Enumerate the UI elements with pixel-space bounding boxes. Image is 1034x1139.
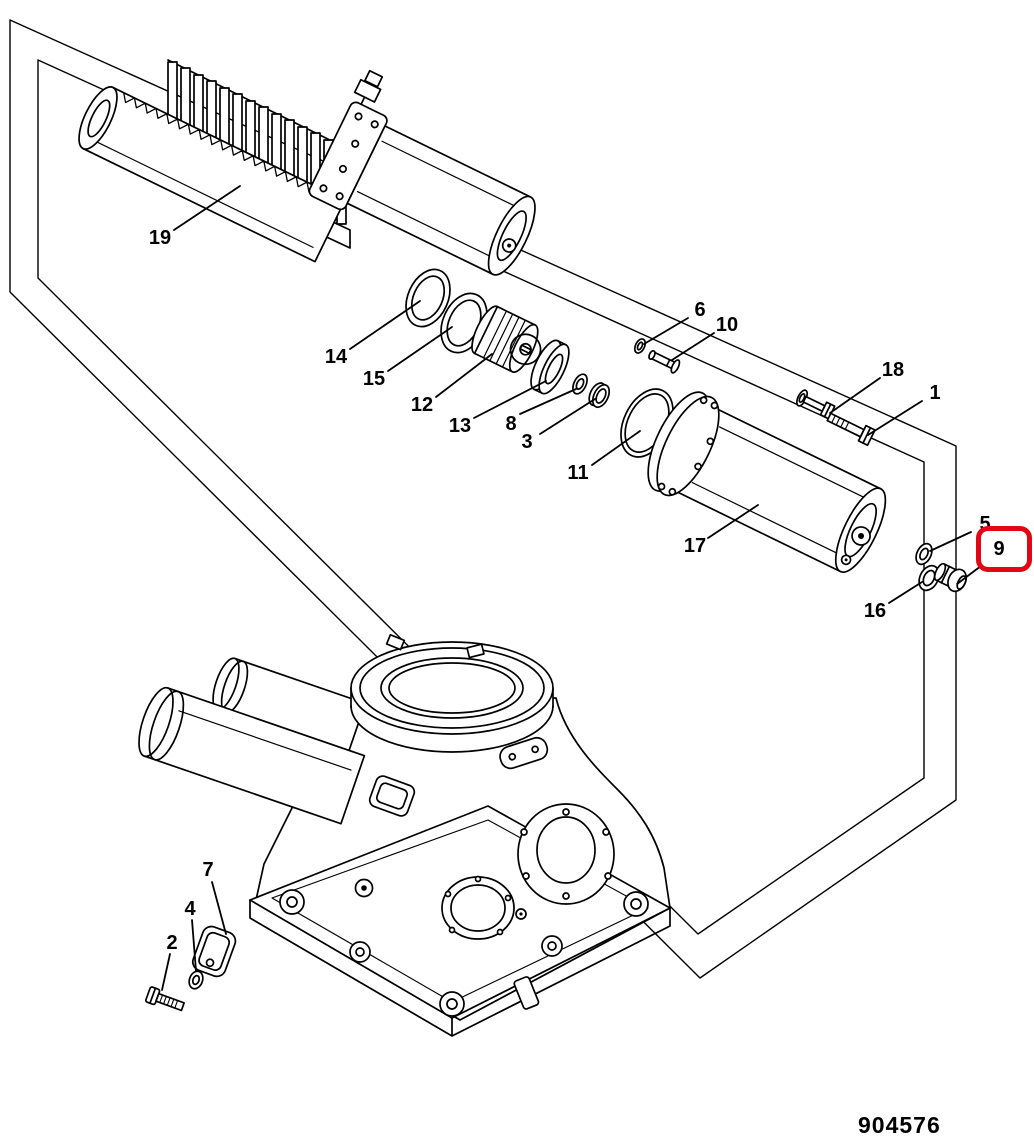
clamp-7	[191, 925, 237, 978]
bolt-1	[826, 412, 876, 447]
leader-line-12	[435, 353, 493, 398]
part-label-8: 8	[505, 413, 517, 435]
leader-line-16	[888, 581, 923, 604]
leader-line-10	[671, 332, 715, 361]
leader-line-15	[387, 326, 453, 372]
leader-line-19	[173, 185, 241, 231]
part-label-3: 3	[521, 431, 533, 453]
leader-line-13	[473, 380, 547, 419]
part-label-18: 18	[881, 359, 905, 381]
housing-assembly	[138, 633, 671, 1037]
part-label-9: 9	[993, 538, 1005, 560]
bolt-18	[795, 389, 836, 420]
rack-and-fin-assembly	[78, 59, 536, 276]
washer-4	[188, 970, 204, 990]
part-label-1: 1	[929, 382, 941, 404]
leader-line-8	[519, 388, 577, 415]
washer-5	[915, 542, 933, 566]
part-label-15: 15	[362, 368, 386, 390]
cooling-fins	[167, 61, 347, 225]
leader-line-18	[829, 377, 881, 414]
leader-line-2	[161, 953, 171, 991]
leader-line-7	[211, 881, 227, 935]
sheet-border	[9, 19, 957, 979]
leader-line-1	[867, 400, 923, 436]
leader-lines	[161, 185, 982, 991]
part-label-10: 10	[715, 314, 739, 336]
part-label-13: 13	[448, 415, 472, 437]
large-boss	[517, 803, 615, 905]
part-label-12: 12	[410, 394, 434, 416]
washer-16	[918, 564, 940, 592]
leader-line-17	[707, 504, 759, 539]
top-bore	[350, 633, 554, 770]
bottom-slot	[513, 976, 540, 1010]
leader-line-5	[929, 531, 972, 552]
part-label-4: 4	[184, 898, 196, 920]
o-ring-14	[405, 268, 451, 328]
stud-10	[648, 349, 681, 374]
end-cap-assembly-17	[647, 391, 887, 573]
side-port	[368, 775, 416, 817]
part-label-16: 16	[863, 600, 887, 622]
leader-line-11	[591, 430, 641, 466]
lower-side-tube	[138, 686, 366, 825]
leader-line-9	[956, 565, 982, 585]
leader-line-4	[191, 919, 197, 972]
part-label-17: 17	[683, 535, 707, 557]
part-label-6: 6	[694, 299, 706, 321]
washer-6	[633, 338, 647, 354]
ring-3	[588, 382, 611, 409]
bolt-2	[144, 986, 185, 1012]
drawing-number: 904576	[858, 1112, 941, 1138]
ram-tube	[78, 86, 346, 263]
lower-bore-boss	[441, 875, 515, 940]
part-label-2: 2	[166, 932, 178, 954]
highlight-box-part-9	[976, 526, 1032, 572]
cylinder-barrel-assembly	[308, 69, 536, 276]
part-label-7: 7	[202, 859, 214, 881]
plug-9	[933, 562, 968, 593]
part-label-5: 5	[979, 513, 991, 535]
part-label-14: 14	[324, 346, 348, 368]
part-label-19: 19	[148, 227, 172, 249]
leader-line-6	[643, 317, 689, 345]
leader-line-3	[539, 398, 596, 435]
leader-line-14	[349, 300, 421, 350]
part-label-11: 11	[567, 462, 589, 484]
